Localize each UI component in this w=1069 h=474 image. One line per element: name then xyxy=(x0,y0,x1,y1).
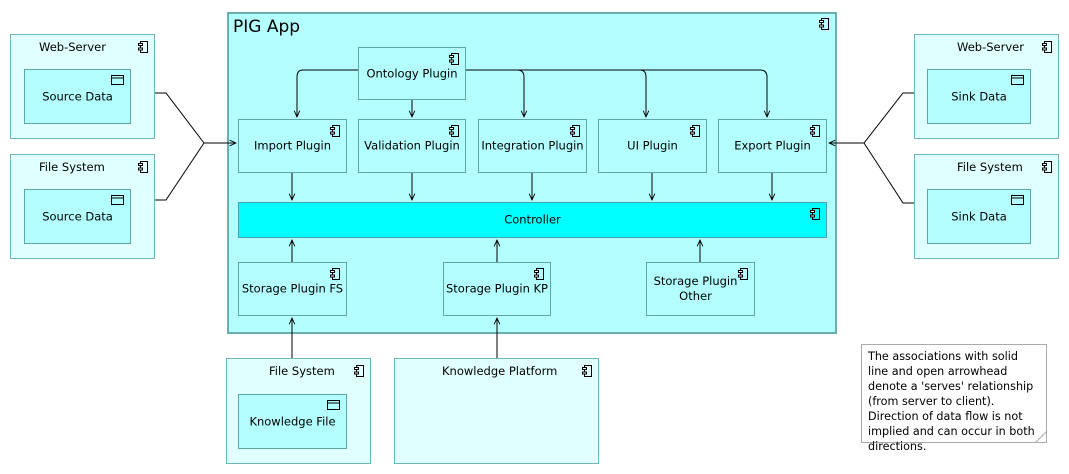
component-icon xyxy=(582,365,592,377)
component-icon xyxy=(738,268,748,280)
artifact-icon xyxy=(111,195,124,205)
component-label: Export Plugin xyxy=(734,138,811,153)
component-label: Validation Plugin xyxy=(364,138,460,153)
node-title: Web-Server xyxy=(39,40,106,54)
node-title: File System xyxy=(39,160,105,174)
integration-plugin[interactable]: Integration Plugin xyxy=(478,119,587,173)
storage-plugin-fs[interactable]: Storage Plugin FS xyxy=(238,262,347,316)
note-fold xyxy=(1034,430,1048,444)
export-plugin[interactable]: Export Plugin xyxy=(718,119,827,173)
controller[interactable]: Controller xyxy=(238,202,827,238)
left-source-data-artifact-1[interactable]: Source Data xyxy=(24,69,131,124)
serves-ontology-ui xyxy=(466,69,646,117)
serves-ontology-import xyxy=(297,69,358,117)
import-plugin[interactable]: Import Plugin xyxy=(238,119,347,173)
left-source-data-artifact-2[interactable]: Source Data xyxy=(24,189,131,244)
component-icon xyxy=(138,41,148,53)
component-label: UI Plugin xyxy=(627,138,678,153)
component-label: Storage Plugin FS xyxy=(241,281,344,296)
serves-webserver-import xyxy=(155,92,236,143)
serves-filesystem-export xyxy=(863,142,914,204)
artifact-label: Knowledge File xyxy=(249,414,336,428)
artifact-label: Source Data xyxy=(42,209,113,223)
node-title: Web-Server xyxy=(957,40,1024,54)
serves-ontology-integration xyxy=(466,69,524,117)
validation-plugin[interactable]: Validation Plugin xyxy=(358,119,466,173)
node-title: Knowledge Platform xyxy=(442,364,558,378)
component-icon xyxy=(1042,41,1052,53)
component-label: Integration Plugin xyxy=(481,138,584,153)
serves-webserver-export xyxy=(829,92,914,143)
artifact-icon xyxy=(1011,195,1024,205)
app-title: PIG App xyxy=(233,17,301,37)
legend-note: The associations with solid line and ope… xyxy=(861,344,1047,453)
artifact-icon xyxy=(1011,75,1024,85)
ui-plugin[interactable]: UI Plugin xyxy=(598,119,707,173)
component-icon xyxy=(810,125,820,137)
component-icon xyxy=(354,365,364,377)
component-icon xyxy=(810,208,820,220)
component-icon xyxy=(330,268,340,280)
component-icon xyxy=(534,268,544,280)
component-icon xyxy=(449,53,459,65)
artifact-label: Source Data xyxy=(42,89,113,103)
artifact-label: Sink Data xyxy=(951,209,1007,223)
component-label: Storage Plugin Other xyxy=(653,274,738,303)
component-icon xyxy=(449,125,459,137)
artifact-label: Sink Data xyxy=(951,89,1007,103)
node-title: File System xyxy=(269,364,335,378)
artifact-icon xyxy=(327,400,340,410)
artifact-icon xyxy=(111,75,124,85)
right-sink-data-artifact-2[interactable]: Sink Data xyxy=(927,189,1031,244)
component-label: Import Plugin xyxy=(253,138,332,153)
serves-filesystem-import xyxy=(155,142,205,201)
component-icon xyxy=(138,161,148,173)
component-label: Ontology Plugin xyxy=(366,66,458,80)
ontology-plugin[interactable]: Ontology Plugin xyxy=(358,47,466,100)
component-icon xyxy=(819,18,829,30)
component-icon xyxy=(330,125,340,137)
component-icon xyxy=(690,125,700,137)
component-icon xyxy=(1042,161,1052,173)
knowledge-file-artifact[interactable]: Knowledge File xyxy=(238,394,347,449)
component-icon xyxy=(570,125,580,137)
component-label: Storage Plugin KP xyxy=(446,281,548,296)
note-text: The associations with solid line and ope… xyxy=(868,350,1035,453)
right-sink-data-artifact-1[interactable]: Sink Data xyxy=(927,69,1031,124)
node-title: File System xyxy=(957,160,1023,174)
storage-plugin-kp[interactable]: Storage Plugin KP xyxy=(443,262,551,316)
serves-ontology-export xyxy=(466,69,767,117)
component-label: Controller xyxy=(504,212,561,227)
knowledge-platform-node[interactable]: Knowledge Platform xyxy=(394,358,599,464)
storage-plugin-other[interactable]: Storage Plugin Other xyxy=(646,262,755,316)
